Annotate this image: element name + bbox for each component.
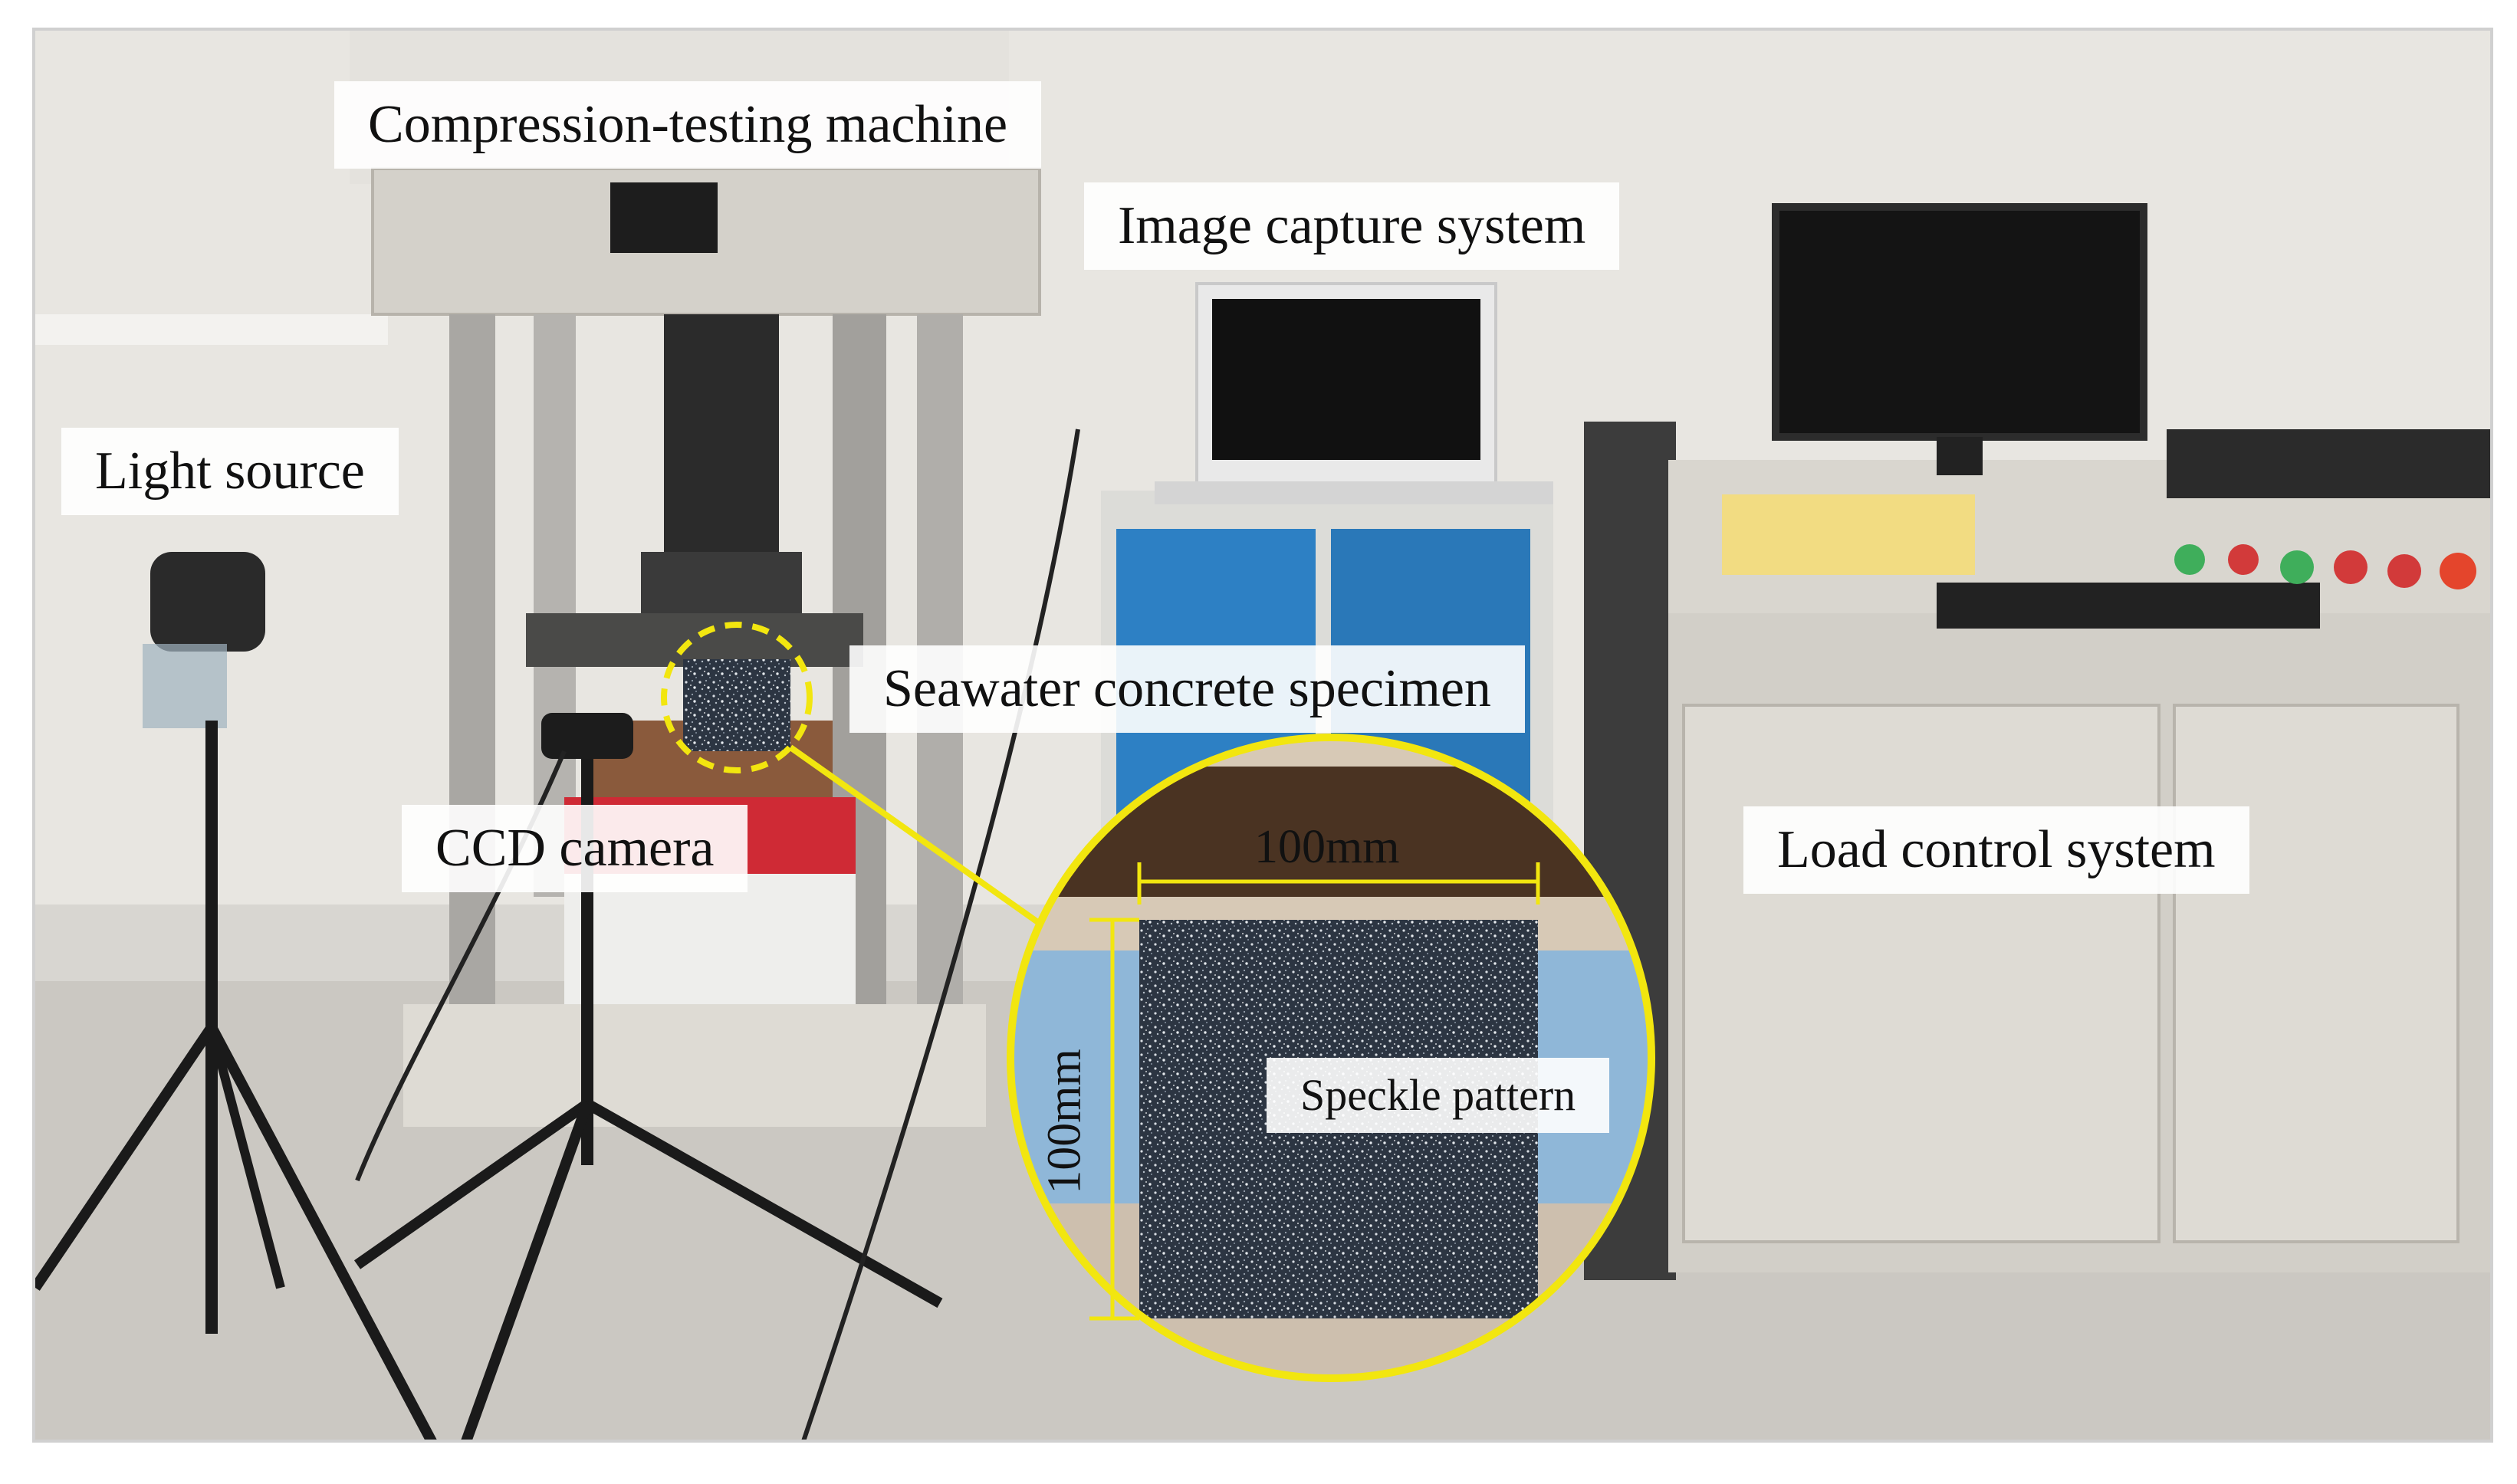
zoom-connector-line xyxy=(788,744,1080,954)
label-light-source: Light source xyxy=(61,428,399,515)
label-speckle-pattern: Speckle pattern xyxy=(1267,1058,1610,1133)
lab-photo: Compression-testing machine Image captur… xyxy=(32,28,2493,1443)
dimension-height-label: 100mm xyxy=(1038,1049,1091,1194)
wall-ledge xyxy=(35,314,388,345)
label-image-capture-system: Image capture system xyxy=(1084,182,1620,270)
label-seawater-concrete-specimen: Seawater concrete specimen xyxy=(849,645,1525,733)
compression-machine xyxy=(350,31,1041,1127)
label-ccd-camera: CCD camera xyxy=(402,805,748,892)
label-load-control-system: Load control system xyxy=(1743,806,2249,894)
specimen-highlight-ring xyxy=(661,622,813,773)
light-source-tripod xyxy=(35,552,437,1440)
label-compression-testing-machine: Compression-testing machine xyxy=(334,81,1042,169)
dimension-width-label: 100mm xyxy=(1254,821,1400,873)
